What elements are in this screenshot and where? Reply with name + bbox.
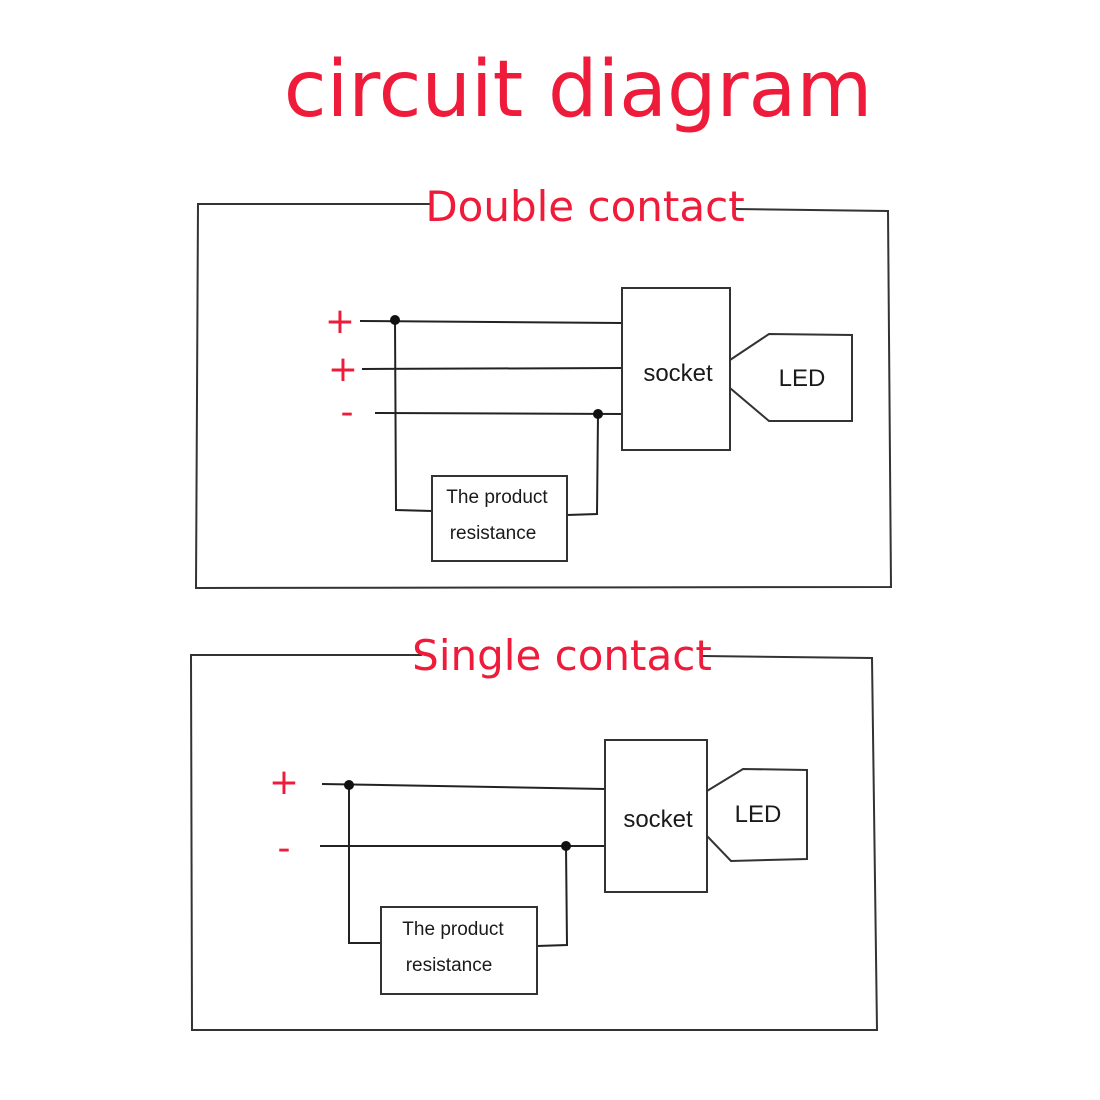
double-resistor-label-line-1: The product [446, 487, 548, 508]
single-junction-dot-minus [561, 841, 571, 851]
double-wire-plus-2 [361, 367, 623, 370]
single-led-label: LED [735, 801, 782, 828]
double-terminal-plus-1: + [325, 301, 355, 342]
double-contact-frame [194, 203, 893, 590]
double-wire-minus [374, 412, 623, 415]
single-contact-frame [189, 654, 879, 1031]
double-junction-dot-minus [593, 409, 603, 419]
double-wire-plus-1 [359, 320, 623, 324]
single-contact-diagram: Single contact + - The product resistanc… [189, 631, 879, 1031]
double-resistor-box [431, 475, 568, 562]
single-resistor-branch-right [536, 845, 569, 947]
double-resistor-branch-left [394, 319, 433, 512]
page-title: circuit diagram [284, 45, 873, 135]
double-junction-dot-plus [390, 315, 400, 325]
double-socket-box [621, 287, 731, 451]
single-junction-dot-plus [344, 780, 354, 790]
single-terminal-plus: + [269, 762, 299, 803]
double-terminal-minus: - [341, 392, 354, 433]
single-socket-label: socket [623, 806, 693, 833]
single-led-shape [706, 767, 808, 863]
double-led-label: LED [779, 365, 826, 392]
single-wire-plus [321, 783, 606, 790]
double-resistor-branch-right [566, 413, 599, 516]
single-resistor-branch-left [348, 785, 381, 944]
double-terminal-plus-2: + [328, 349, 358, 390]
single-resistor-label-line-2: resistance [406, 955, 493, 976]
single-contact-heading: Single contact [412, 631, 712, 680]
double-socket-label: socket [643, 360, 713, 387]
double-resistor-label-line-2: resistance [450, 523, 537, 544]
double-contact-heading: Double contact [425, 182, 744, 231]
single-terminal-minus: - [278, 828, 291, 869]
double-led-shape [729, 332, 853, 422]
single-resistor-label-line-1: The product [402, 919, 504, 940]
single-resistor-box [380, 906, 538, 995]
double-contact-diagram: Double contact + + - The product resista… [194, 182, 893, 590]
